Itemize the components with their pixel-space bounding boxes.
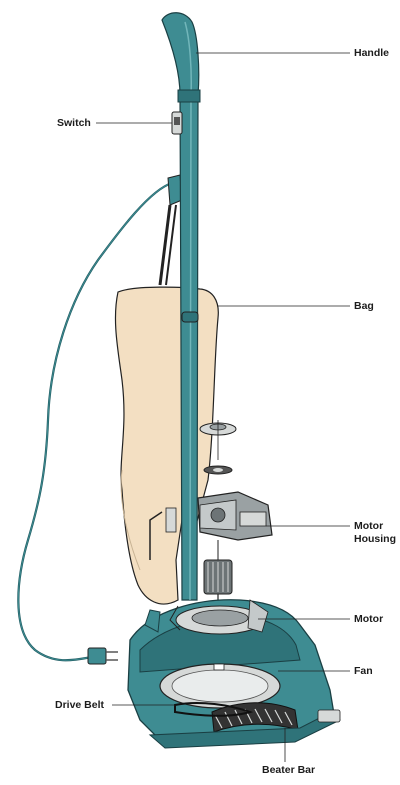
small-disc xyxy=(203,465,233,475)
label-motor-housing-line1: Motor xyxy=(354,520,384,532)
label-beater-bar: Beater Bar xyxy=(262,764,316,776)
handle-tube xyxy=(161,12,201,601)
leader-lines xyxy=(96,52,350,762)
top-disc xyxy=(199,420,237,460)
label-switch: Switch xyxy=(57,117,91,129)
drive-belt xyxy=(174,702,254,717)
side-bracket xyxy=(149,507,177,560)
motor xyxy=(203,559,233,612)
label-drive-belt: Drive Belt xyxy=(55,699,105,711)
power-plug xyxy=(87,647,118,665)
label-bag: Bag xyxy=(354,300,374,312)
label-fan: Fan xyxy=(354,665,373,677)
motor-housing xyxy=(197,491,273,560)
cord-hook xyxy=(158,174,183,286)
bag xyxy=(114,286,219,605)
label-handle: Handle xyxy=(354,47,390,59)
label-motor-housing-line2: Housing xyxy=(354,533,396,545)
fan-chamber xyxy=(159,663,281,709)
motor-plate xyxy=(169,599,269,635)
label-motor-housing: Motor Housing xyxy=(354,520,396,546)
switch xyxy=(171,111,183,135)
label-motor: Motor xyxy=(354,613,384,625)
